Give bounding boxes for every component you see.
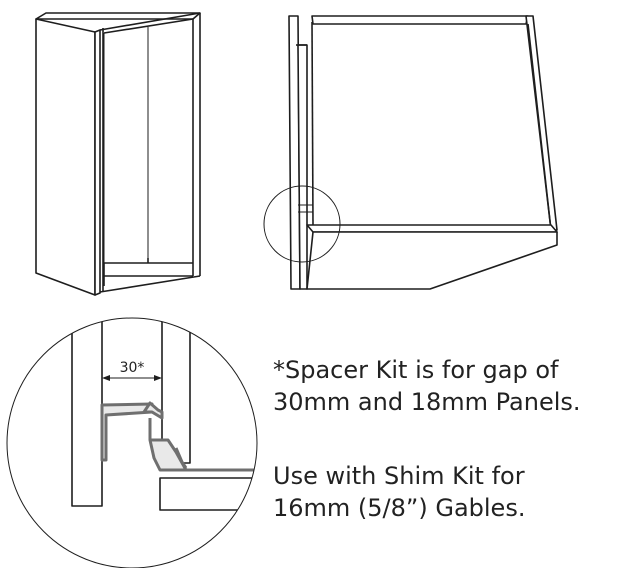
note-line-2: 30mm and 18mm Panels. [273,388,581,416]
note-line-4: 16mm (5/8”) Gables. [273,494,526,522]
detail-view: 30* [6,317,258,568]
cabinet-perspective [35,12,201,296]
note-line-3: Use with Shim Kit for [273,462,525,490]
cabinet-section [263,15,558,290]
note-line-1: *Spacer Kit is for gap of [273,356,559,384]
detail-marker-circle [263,185,341,263]
dimension-label: 30* [120,360,145,376]
